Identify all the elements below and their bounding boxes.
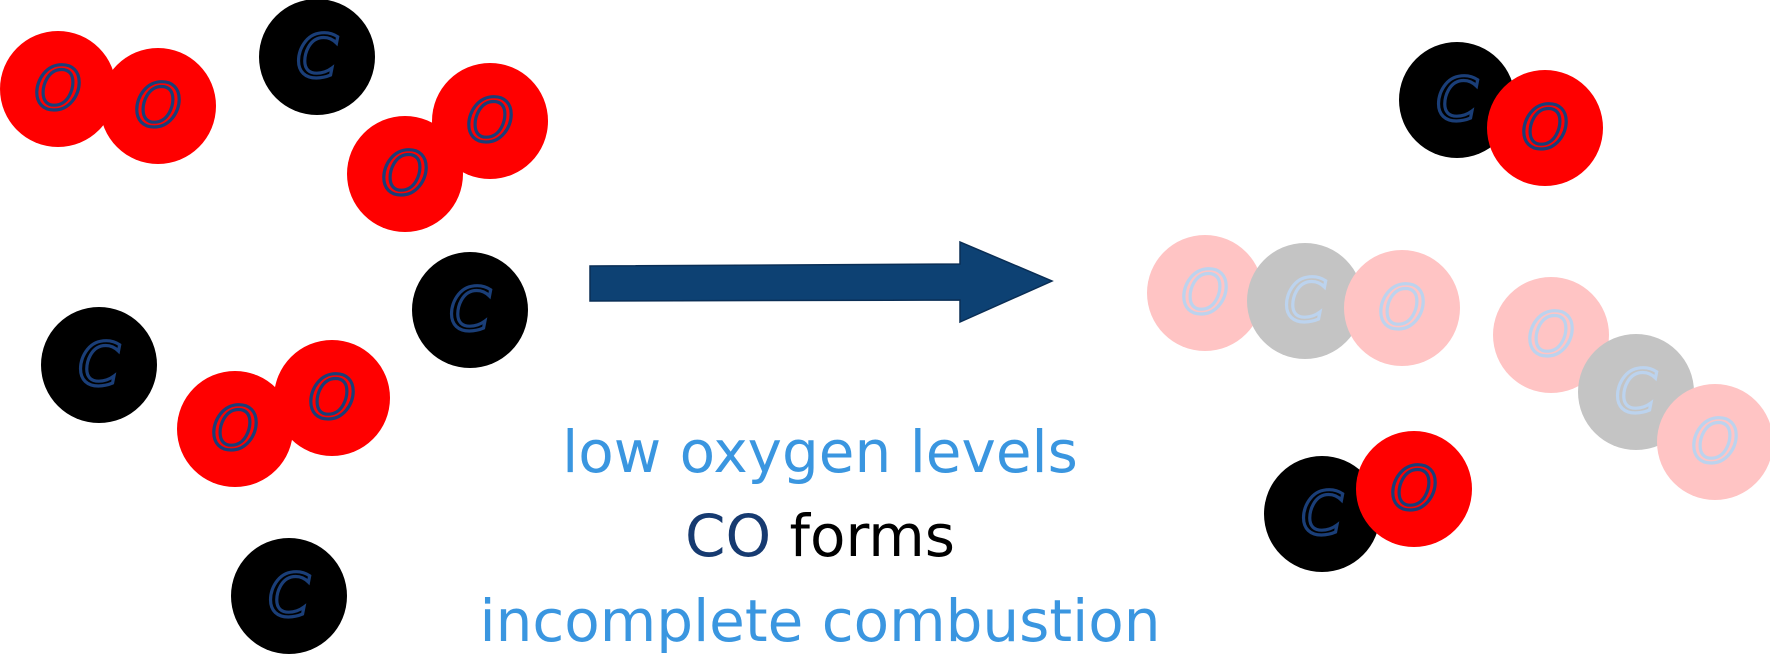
oxygen-atom-label: O [1378,273,1425,343]
caption-low-oxygen-levels: low oxygen levels [562,418,1078,486]
reactant-molecule-c: C [412,252,528,368]
carbon-atom-label: C [1284,266,1326,336]
oxygen-atom-label: O [1527,300,1574,370]
oxygen-atom [1493,277,1609,393]
oxygen-atom [1356,431,1472,547]
reactant-molecule-c: C [41,307,157,423]
reactant-molecule-c: C [231,538,347,654]
reactant-molecule-c: C [259,0,375,115]
carbon-atom [1399,42,1515,158]
oxygen-atom [1344,250,1460,366]
carbon-atom-label: C [1436,65,1478,135]
caption-incomplete-combustion: incomplete combustion [479,587,1161,655]
carbon-atom-label: C [449,275,491,345]
carbon-atom-label: C [78,330,120,400]
oxygen-atom-label: O [34,54,81,124]
oxygen-atom [0,31,116,147]
carbon-atom [259,0,375,115]
oxygen-atom-label: O [466,86,513,156]
oxygen-atom-label: O [134,71,181,141]
caption-forms-text: forms [771,502,956,570]
reaction-arrow [589,240,1054,324]
oxygen-atom-label: O [1691,407,1738,477]
caption-co-formula: CO [684,502,772,570]
oxygen-atom [100,48,216,164]
carbon-atom-label: C [268,561,310,631]
oxygen-atom [1487,70,1603,186]
oxygen-atom [1657,384,1770,500]
oxygen-atom-label: O [1521,93,1568,163]
oxygen-atom-label: O [381,139,428,209]
carbon-atom [231,538,347,654]
reactant-molecule-o2: OO [347,63,548,232]
carbon-atom-label: C [296,22,338,92]
carbon-atom-label: C [1615,357,1657,427]
oxygen-atom [177,371,293,487]
oxygen-atom-label: O [211,394,258,464]
carbon-atom [41,307,157,423]
oxygen-atom-label: O [1181,258,1228,328]
caption-co-forms: CO forms [400,507,1240,565]
carbon-atom [1247,243,1363,359]
oxygen-atom [347,116,463,232]
oxygen-atom-label: O [308,363,355,433]
oxygen-atom [432,63,548,179]
carbon-atom-label: C [1301,479,1343,549]
oxygen-atom-label: O [1390,454,1437,524]
carbon-atom [1264,456,1380,572]
carbon-atom [412,252,528,368]
product-molecule-co2: OCO [1493,277,1770,500]
oxygen-atom [1147,235,1263,351]
oxygen-atom [274,340,390,456]
